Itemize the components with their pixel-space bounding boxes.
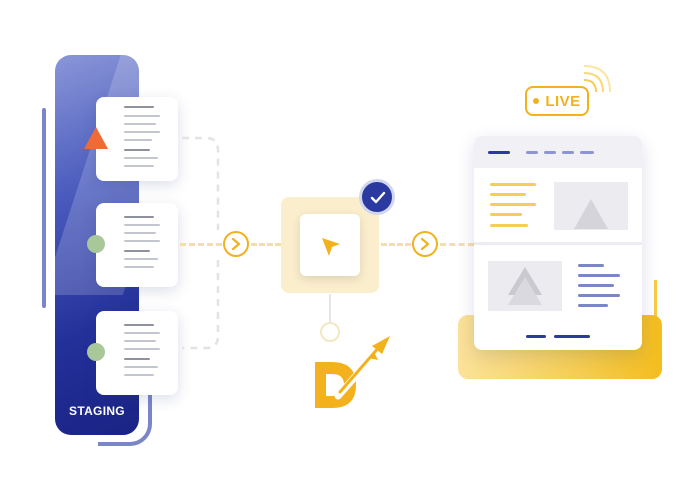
live-dot-icon: [533, 98, 540, 104]
broadcast-waves-icon: [583, 65, 611, 93]
flow-dash-line: [251, 243, 281, 246]
staging-bracket-connector: [182, 136, 220, 350]
checkmark-icon: [359, 179, 395, 215]
live-website-preview[interactable]: [474, 136, 642, 350]
image-placeholder: [554, 182, 628, 230]
staging-document-card[interactable]: [96, 97, 178, 181]
staging-document-card[interactable]: [96, 203, 178, 287]
green-dot-icon: [87, 235, 105, 253]
green-dot-icon: [87, 343, 105, 361]
staging-label: STAGING: [69, 404, 125, 418]
staging-document-card[interactable]: [96, 311, 178, 395]
chevron-right-icon[interactable]: [223, 231, 249, 257]
staging-outline: [42, 108, 46, 308]
process-node-ring: [320, 322, 340, 342]
staging-bottom-outline: [98, 350, 152, 446]
flow-dash-line: [381, 243, 411, 246]
orange-triangle-icon: [84, 127, 108, 149]
browser-header: [474, 136, 642, 168]
live-badge: LIVE: [525, 86, 589, 116]
flow-dash-line: [440, 243, 474, 246]
process-card[interactable]: [300, 214, 360, 276]
d-rocket-logo: [315, 336, 390, 408]
image-placeholder: [488, 261, 562, 311]
flow-dash-line: [180, 243, 222, 246]
live-label: LIVE: [545, 92, 581, 110]
cursor-arrow-icon: [322, 238, 340, 256]
process-stem: [329, 294, 331, 322]
chevron-right-icon[interactable]: [412, 231, 438, 257]
